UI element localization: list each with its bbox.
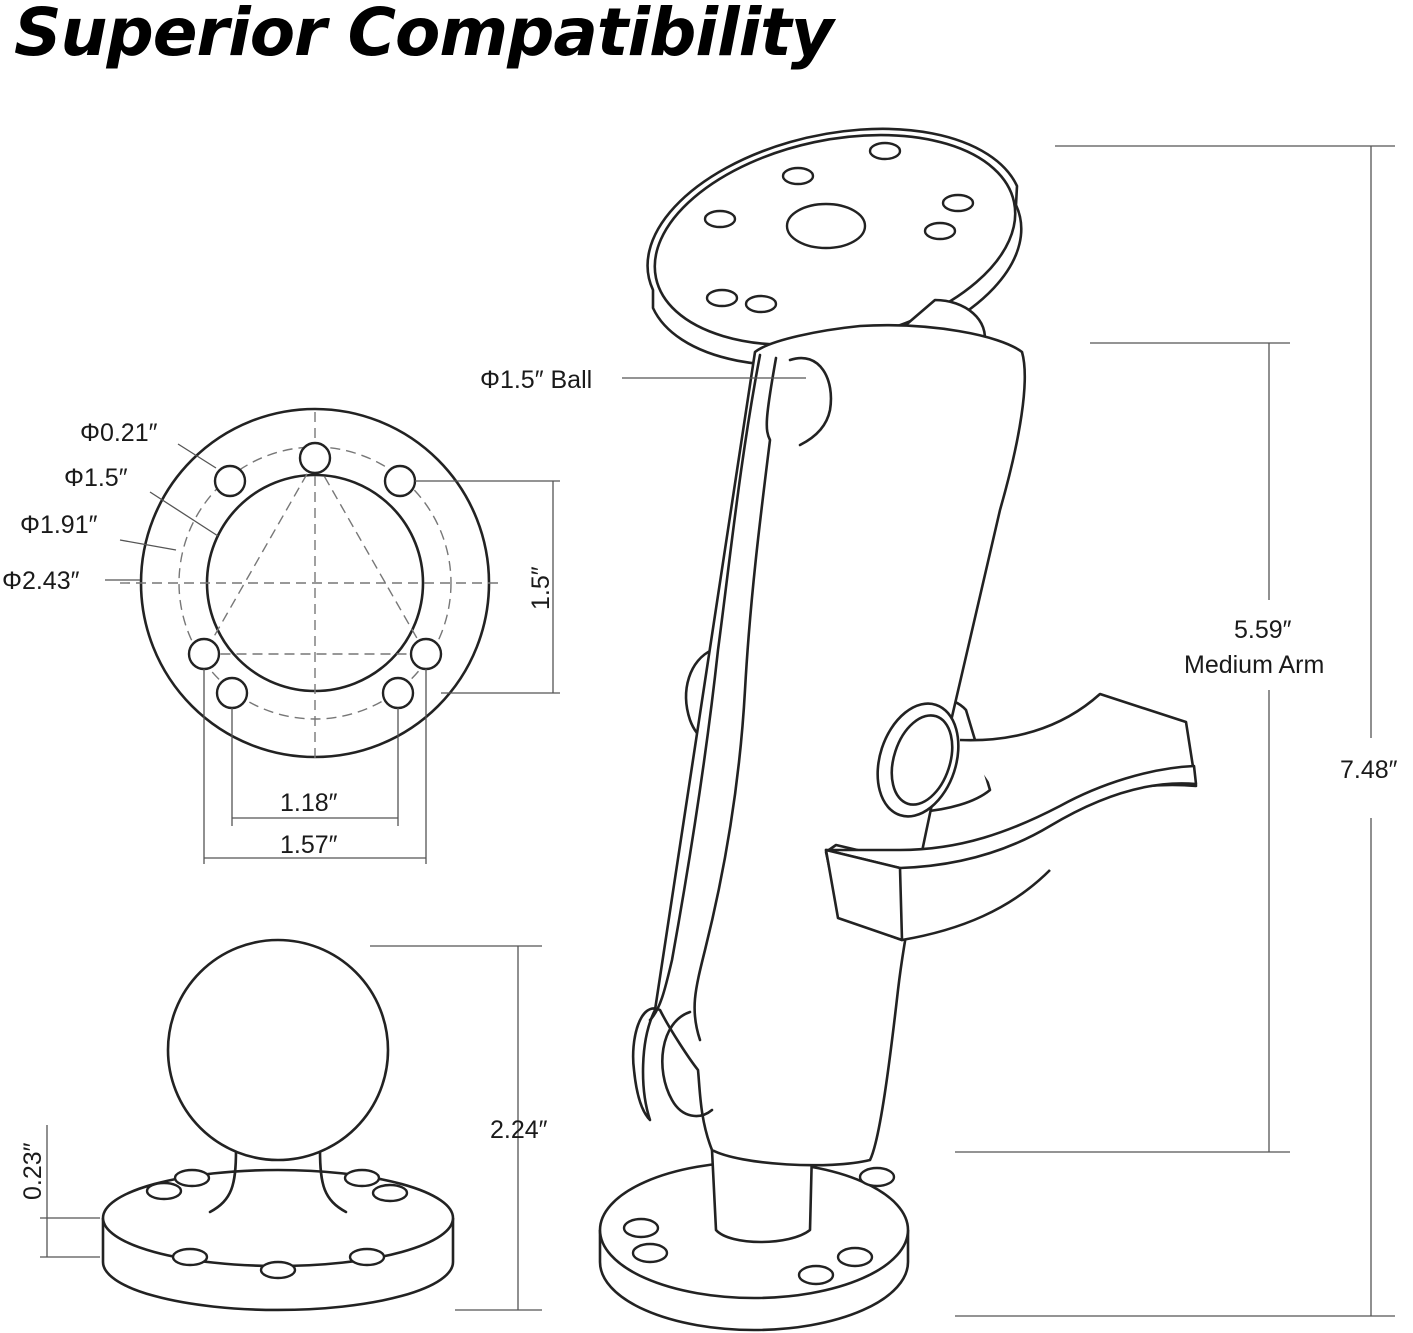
mount-top-plate-center-hole bbox=[785, 202, 867, 250]
ball-neck bbox=[208, 1148, 348, 1214]
mount-hole bbox=[836, 1246, 874, 1268]
mount-hole bbox=[703, 209, 737, 229]
mount-hole bbox=[858, 1166, 896, 1188]
label-ball-base-height: 2.24″ bbox=[490, 1116, 548, 1144]
mount-hole bbox=[173, 1168, 211, 1188]
mount-hole bbox=[348, 1247, 386, 1267]
mount-hole bbox=[171, 1247, 209, 1267]
t-knob-handle-end bbox=[824, 848, 904, 942]
mount-hole bbox=[145, 1181, 183, 1201]
mount-hole bbox=[215, 676, 249, 710]
ball-base-side-view bbox=[40, 938, 542, 1312]
arm-left-edge bbox=[648, 353, 762, 1022]
arm-seam bbox=[693, 356, 778, 1042]
mount-hole bbox=[622, 1217, 660, 1239]
label-arm-name: Medium Arm bbox=[1184, 651, 1324, 679]
base-plate-top-view bbox=[105, 407, 560, 864]
mount-hole bbox=[923, 221, 957, 241]
mount-hole bbox=[298, 441, 332, 475]
assembled-mount bbox=[598, 127, 1395, 1332]
label-hole-span-inner: 1.18″ bbox=[280, 789, 338, 817]
leader-hole-diameter bbox=[177, 443, 217, 469]
mount-hole bbox=[797, 1264, 835, 1286]
arm-lower-socket bbox=[661, 1010, 714, 1118]
t-knob-handle-face bbox=[824, 764, 1198, 870]
label-arm-length: 5.59″ bbox=[1234, 616, 1292, 644]
knob-collar-inner bbox=[890, 714, 954, 806]
mount-hole bbox=[941, 193, 975, 213]
mount-hole bbox=[705, 288, 739, 308]
label-base-thickness: 0.23″ bbox=[19, 1142, 47, 1200]
label-ring-diameter: Φ1.91″ bbox=[20, 511, 98, 539]
leader-ball-pcd bbox=[149, 491, 219, 537]
label-base-diameter: Φ2.43″ bbox=[2, 567, 80, 595]
mount-hole bbox=[409, 637, 443, 671]
mount-hole bbox=[631, 1242, 669, 1264]
mount-hole bbox=[371, 1183, 409, 1203]
mount-hole bbox=[343, 1168, 381, 1188]
leader-ring-diameter bbox=[119, 539, 177, 551]
label-hole-diameter: Φ0.21″ bbox=[80, 419, 158, 447]
label-hole-span-vertical: 1.5″ bbox=[527, 566, 555, 610]
mount-hole bbox=[383, 464, 417, 498]
mount-hole bbox=[781, 166, 815, 186]
mount-base-neck bbox=[710, 1148, 814, 1244]
ball bbox=[166, 938, 390, 1162]
mount-hole bbox=[381, 676, 415, 710]
medium-arm bbox=[631, 323, 1027, 1167]
arm-upper-socket bbox=[788, 356, 833, 447]
label-ball-callout: Φ1.5″ Ball bbox=[480, 366, 592, 394]
mount-hole bbox=[744, 294, 778, 314]
page-title: Superior Compatibility bbox=[14, 0, 834, 71]
label-hole-span-outer: 1.57″ bbox=[280, 831, 338, 859]
mount-hole bbox=[213, 464, 247, 498]
mount-hole bbox=[259, 1260, 297, 1280]
label-total-height: 7.48″ bbox=[1340, 756, 1398, 784]
mount-hole bbox=[187, 637, 221, 671]
mount-hole bbox=[868, 141, 902, 161]
label-ball-pcd: Φ1.5″ bbox=[64, 464, 128, 492]
